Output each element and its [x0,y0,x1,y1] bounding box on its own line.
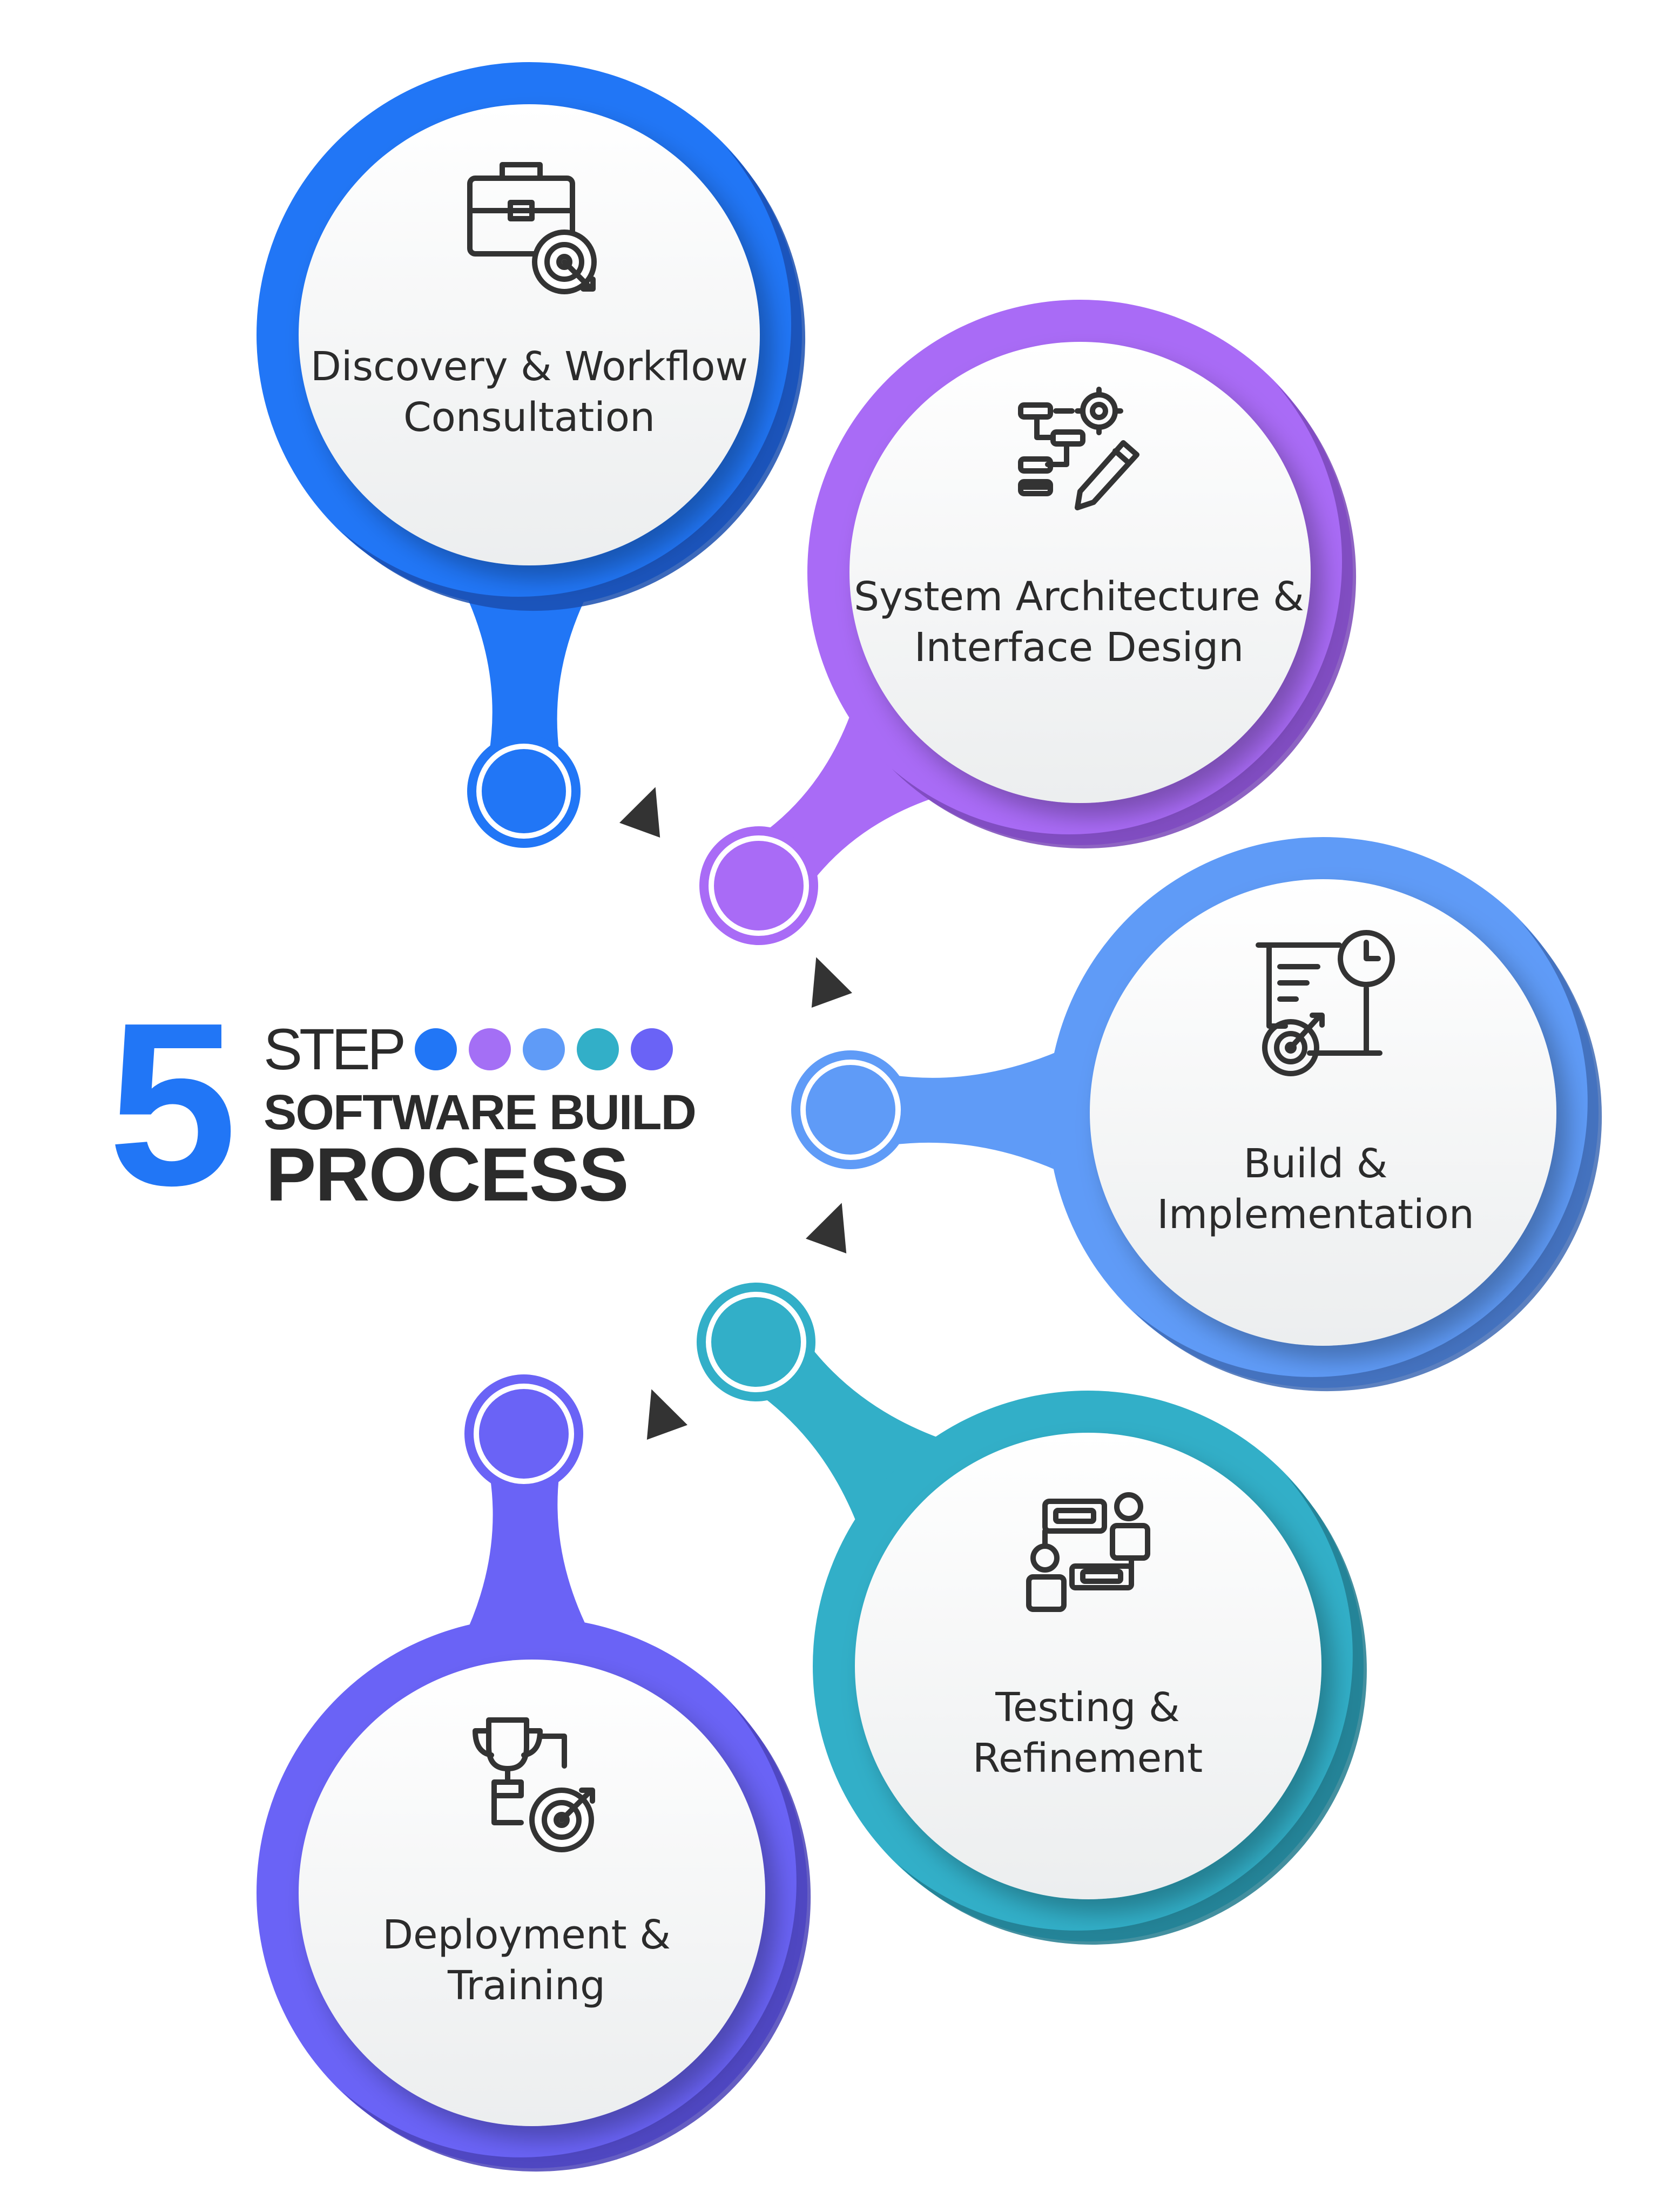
step-3 [791,837,1602,1392]
step-1-label: Discovery & Workflow Consultation [297,341,761,443]
flowchart-gear-pencil-icon [1018,387,1139,510]
step-5-inner-disc [299,1660,765,2126]
flow-arrow-3-icon [806,1203,847,1253]
step-2-node-ring [709,835,809,936]
step-3-ring-shade [1133,922,1602,1392]
step-1-inner-disc [299,104,760,565]
step-4 [697,1283,1367,1945]
step-3-inner-disc [1090,879,1556,1346]
step-3-label-line-2: Implementation [1157,1191,1474,1238]
trophy-target-icon [473,1717,595,1852]
step-5-stem [462,1444,592,1641]
step-3-node [791,1050,910,1169]
step-3-label: Build & Implementation [1083,1138,1548,1240]
title-step-word: STEP [264,1016,406,1082]
title-step-count: 5 [108,975,237,1234]
step-1 [257,62,806,848]
title-heading: PROCESS [266,1132,629,1217]
step-5-label: Deployment & Training [294,1910,759,2011]
step-5-label-line-1: Deployment & [382,1912,671,1958]
step-1-node-ring [476,744,571,839]
flow-arrow-4-icon [646,1389,687,1440]
step-1-node [467,734,581,848]
step-2-label-line-1: System Architecture & [854,574,1304,620]
title-dot-3 [523,1028,565,1070]
step-4-node [697,1283,815,1401]
briefcase-target-icon [467,162,597,294]
flow-arrow-2-icon [811,957,852,1008]
step-5 [257,1374,811,2172]
team-workflow-icon [1026,1492,1150,1612]
step-5-ring-shade [342,1703,811,2172]
step-1-ring-shade [341,146,806,611]
step-2-inner-disc [849,342,1311,803]
title-color-dots [415,1028,673,1071]
step-3-stem [861,1046,1070,1176]
step-4-node-ring [706,1292,806,1392]
step-5-label-line-2: Training [448,1963,605,2009]
step-3-node-ring [800,1060,901,1160]
step-3-label-line-1: Build & [1243,1141,1388,1187]
title-dot-2 [469,1028,511,1070]
step-4-ring-shade [898,1476,1367,1945]
step-2-ring-shade [892,384,1357,849]
flow-arrow-1-icon [619,787,660,838]
step-4-label: Testing & Refinement [855,1682,1320,1784]
title-dot-1 [415,1028,457,1070]
step-4-label-line-1: Testing & [995,1684,1180,1731]
title-dot-4 [577,1028,619,1070]
step-1-label-line-1: Discovery & Workflow [310,343,748,390]
step-1-stem [461,585,591,781]
step-2-label: System Architecture & Interface Design [847,571,1311,673]
title-subheading: SOFTWARE BUILD [264,1085,697,1140]
step-5-node-ring [474,1384,574,1484]
step-4-inner-disc [855,1433,1321,1899]
step-1-label-line-2: Consultation [403,394,655,441]
step-2-node [699,826,818,945]
presentation-clock-target-icon [1256,930,1395,1076]
step-2-label-line-2: Interface Design [914,624,1244,671]
step-5-node [464,1374,583,1493]
title-dot-5 [631,1028,673,1070]
step-4-label-line-2: Refinement [972,1735,1203,1782]
step-2 [699,300,1357,945]
